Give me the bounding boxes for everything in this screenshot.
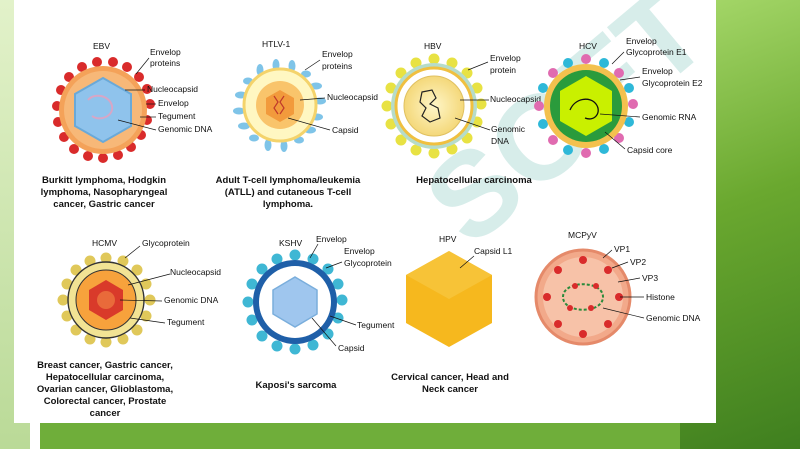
virus-hcmv: HCMV Glycoprotein Nucleocapsid Genomic D… xyxy=(37,238,221,419)
hcmv-label-genomic-dna: Genomic DNA xyxy=(164,295,219,305)
hcv-label-envelop: Envelop xyxy=(626,36,657,46)
hcv-spikes xyxy=(534,54,638,158)
ebv-label-tegument: Tegument xyxy=(158,111,196,121)
htlv1-label-proteins: proteins xyxy=(322,61,352,71)
kshv-caption-line1: Kaposi's sarcoma xyxy=(256,380,338,391)
htlv1-genome xyxy=(273,95,285,115)
hcv-label-capsid-core: Capsid core xyxy=(627,145,673,155)
hbv-label-protein: protein xyxy=(490,65,516,75)
mcpyv-inner xyxy=(543,257,623,337)
kshv-capsid xyxy=(272,276,318,328)
kshv-title: KSHV xyxy=(279,238,302,248)
kshv-label-envelop: Envelop xyxy=(316,234,347,244)
virus-htlv1: HTLV-1 Envelop proteins Nucleocapsid Cap… xyxy=(216,39,379,210)
virus-hpv: HPV Capsid L1 Cervical cancer, Head and … xyxy=(391,234,512,395)
ebv-title: EBV xyxy=(93,41,110,51)
hcv-label-genomic-rna: Genomic RNA xyxy=(642,112,697,122)
htlv1-title: HTLV-1 xyxy=(262,39,290,49)
kshv-label-tegument: Tegument xyxy=(357,320,395,330)
ebv-spikes xyxy=(52,57,155,163)
htlv1-caption-line2: (ATLL) and cutaneous T-cell xyxy=(225,187,352,198)
kshv-label-glycoprotein: Glycoprotein xyxy=(344,258,392,268)
ebv-caption-line1: Burkitt lymphoma, Hodgkin xyxy=(42,175,166,186)
mcpyv-label-vp3: VP3 xyxy=(642,273,658,283)
ebv-capsid xyxy=(74,76,132,144)
mcpyv-label-histone: Histone xyxy=(646,292,675,302)
hcmv-title: HCMV xyxy=(92,238,117,248)
hcmv-caption-line2: Hepatocellular carcinoma, xyxy=(46,372,164,383)
mcpyv-vp1-dots xyxy=(543,256,623,338)
hcv-label-glycoprotein-e2: Glycoprotein E2 xyxy=(642,78,703,88)
htlv1-spikes xyxy=(233,59,326,152)
virus-hbv: HBV Envelop protein Nucleocapsid Genomic… xyxy=(381,41,541,186)
hcv-capsid-core xyxy=(560,76,612,136)
hcmv-caption-line5: cancer xyxy=(90,408,121,419)
ebv-label-envelop: Envelop xyxy=(150,47,181,57)
mcpyv-label-vp2: VP2 xyxy=(630,257,646,267)
kshv-label-capsid: Capsid xyxy=(338,343,365,353)
hcmv-spikes xyxy=(57,252,156,348)
hbv-label-dna: DNA xyxy=(491,136,509,146)
hbv-label-genomic: Genomic xyxy=(491,124,526,134)
kshv-label-envelop-2: Envelop xyxy=(344,246,375,256)
hcmv-caption-line4: Colorectal cancer, Prostate xyxy=(44,396,167,407)
hcv-label-envelop-2: Envelop xyxy=(642,66,673,76)
virus-ebv: EBV Envelop proteins Nucleocapsid Envelo… xyxy=(41,41,213,210)
htlv1-caption-line1: Adult T-cell lymphoma/leukemia xyxy=(216,175,361,186)
htlv1-label-nucleocapsid: Nucleocapsid xyxy=(327,92,378,102)
mcpyv-label-vp1: VP1 xyxy=(614,244,630,254)
hcmv-label-tegument: Tegument xyxy=(167,317,205,327)
hbv-caption-line1: Hepatocellular carcinoma xyxy=(416,175,532,186)
hbv-label-nucleocapsid: Nucleocapsid xyxy=(490,94,541,104)
htlv1-label-capsid: Capsid xyxy=(332,125,359,135)
ebv-label-envelop-2: Envelop xyxy=(158,98,189,108)
ebv-label-nucleocapsid: Nucleocapsid xyxy=(147,84,198,94)
hcmv-caption-line3: Ovarian cancer, Glioblastoma, xyxy=(37,384,173,395)
htlv1-capsid xyxy=(266,90,294,122)
virus-kshv: KSHV Envelop Envelop Glycoprotein Tegume… xyxy=(242,234,395,391)
hcmv-label-glycoprotein: Glycoprotein xyxy=(142,238,190,248)
ebv-label-genomic-dna: Genomic DNA xyxy=(158,124,213,134)
hpv-capsid-face xyxy=(406,251,492,299)
hcmv-label-nucleocapsid: Nucleocapsid xyxy=(170,267,221,277)
htlv1-caption-line3: lymphoma. xyxy=(263,199,313,210)
ebv-caption-line2: lymphoma, Nasopharyngeal xyxy=(41,187,168,198)
virus-hcv: HCV Envelop Glycoprotein E1 Envelop Glyc… xyxy=(534,36,703,158)
hbv-genome xyxy=(419,89,441,123)
mcpyv-label-genomic-dna: Genomic DNA xyxy=(646,313,701,323)
ebv-caption-line3: cancer, Gastric cancer xyxy=(53,199,155,210)
hpv-label-capsid-l1: Capsid L1 xyxy=(474,246,513,256)
htlv1-label-envelop: Envelop xyxy=(322,49,353,59)
hpv-caption-line2: Neck cancer xyxy=(422,384,478,395)
hpv-title: HPV xyxy=(439,234,457,244)
hbv-label-envelop: Envelop xyxy=(490,53,521,63)
hcmv-caption-line1: Breast cancer, Gastric cancer, xyxy=(37,360,173,371)
hcv-title: HCV xyxy=(579,41,597,51)
virus-mcpyv: MCPyV VP1 VP2 VP3 Histone Genomic DNA xyxy=(534,230,701,346)
ebv-label-proteins: proteins xyxy=(150,58,180,68)
hcv-genome xyxy=(569,98,599,120)
hbv-title: HBV xyxy=(424,41,442,51)
ebv-genome xyxy=(87,94,114,120)
hcv-label-glycoprotein-e1: Glycoprotein E1 xyxy=(626,47,687,57)
mcpyv-title: MCPyV xyxy=(568,230,597,240)
hcmv-genome xyxy=(97,291,115,309)
kshv-spikes xyxy=(242,249,348,355)
hpv-caption-line1: Cervical cancer, Head and xyxy=(391,372,509,383)
